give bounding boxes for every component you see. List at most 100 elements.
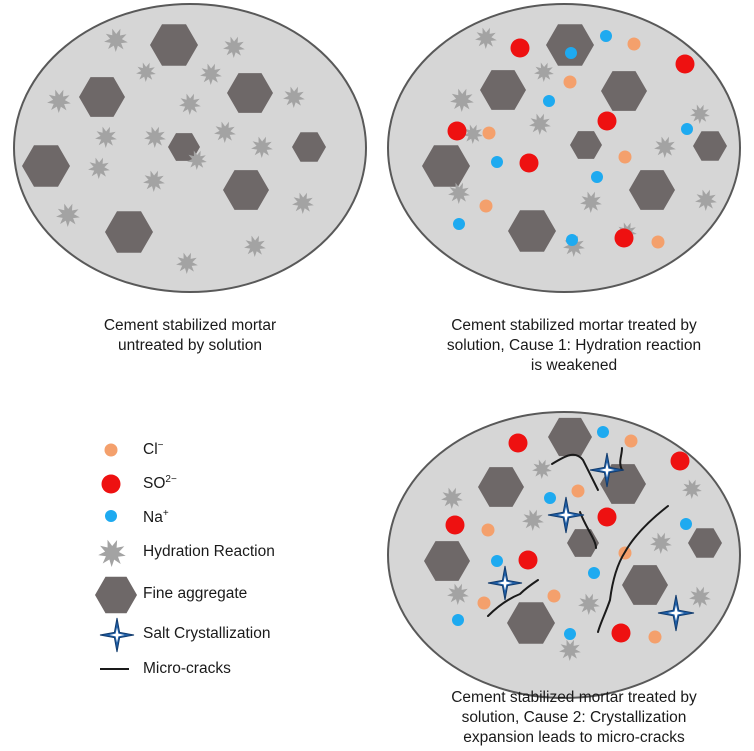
legend-sodium-label: Na+: [143, 508, 169, 527]
sodium-ion: [453, 218, 465, 230]
fine-aggregate-hexagon: [693, 131, 727, 161]
salt-crystal-core: [557, 506, 575, 524]
fine-aggregate-hexagon: [95, 576, 137, 614]
fine-aggregate-hexagon: [422, 145, 470, 187]
hydration-product-burst: [529, 113, 551, 135]
hydration-product-burst: [179, 93, 201, 115]
hydration-product-burst: [463, 124, 483, 144]
hydration-product-burst: [143, 170, 165, 192]
fine-aggregate-hexagon: [570, 131, 602, 159]
hydration-product-burst: [244, 235, 266, 257]
sodium-ion: [543, 95, 555, 107]
micro-crack: [597, 505, 669, 633]
chloride-ion: [482, 126, 496, 140]
fine-aggregate-hexagon: [223, 170, 269, 210]
chloride-ion: [648, 630, 662, 644]
hydration-product-burst: [682, 479, 702, 499]
hydration-product-burst: [475, 27, 497, 49]
fine-aggregate-hexagon: [508, 210, 556, 252]
chloride-ion: [481, 523, 495, 537]
sulfate-ion: [445, 515, 465, 535]
sodium-ion: [452, 614, 464, 626]
hydration-product-burst: [144, 126, 166, 148]
caption-cause1: Cement stabilized mortar treated by solu…: [446, 317, 702, 374]
hydration-product-burst: [104, 28, 128, 52]
hydration-product-burst: [654, 136, 676, 158]
fine-aggregate-hexagon: [480, 70, 526, 110]
sodium-ion: [491, 555, 503, 567]
salt-crystal-core: [599, 462, 615, 478]
sodium-ion: [105, 510, 117, 522]
sulfate-ion: [611, 623, 631, 643]
caption-untreated: Cement stabilized mortar untreated by so…: [103, 317, 277, 354]
legend-cracks-label: Micro-cracks: [143, 660, 231, 677]
hydration-product-burst: [223, 36, 245, 58]
legend-chloride-label: Cl−: [143, 440, 164, 459]
hydration-product-burst: [448, 182, 470, 204]
hydration-product-burst: [47, 89, 71, 113]
hydration-product-burst: [176, 252, 198, 274]
panel-untreated-mortar: [13, 3, 367, 293]
hydration-product-burst: [559, 639, 581, 661]
fine-aggregate-hexagon: [600, 464, 646, 504]
chloride-ion: [627, 37, 641, 51]
chloride-ion: [477, 596, 491, 610]
hydration-product-burst: [187, 150, 207, 170]
legend-sulfate-label: SO2−: [143, 474, 177, 493]
chloride-ion: [563, 75, 577, 89]
fine-aggregate-hexagon: [22, 145, 70, 187]
hydration-product-burst: [200, 63, 222, 85]
sodium-ion: [566, 234, 578, 246]
micro-crack: [487, 579, 539, 617]
hydration-product-burst: [447, 583, 469, 605]
hydration-product-burst: [580, 191, 602, 213]
fine-aggregate-hexagon: [688, 528, 722, 558]
sodium-ion: [588, 567, 600, 579]
hydration-product-burst: [532, 459, 552, 479]
hydration-product-burst: [214, 121, 236, 143]
fine-aggregate-hexagon: [292, 132, 326, 162]
salt-crystal-core: [109, 627, 125, 643]
fine-aggregate-hexagon: [629, 170, 675, 210]
sodium-ion: [681, 123, 693, 135]
legend-aggregate-label: Fine aggregate: [143, 585, 248, 602]
sulfate-ion: [518, 550, 538, 570]
hydration-product-burst: [292, 192, 314, 214]
sulfate-ion: [597, 507, 617, 527]
caption-cause2: Cement stabilized mortar treated by solu…: [451, 689, 697, 746]
sodium-ion: [565, 47, 577, 59]
sulfate-ion: [670, 451, 690, 471]
sodium-ion: [544, 492, 556, 504]
mortar-matrix: [387, 3, 741, 293]
mortar-matrix: [387, 411, 741, 699]
sulfate-ion: [447, 121, 467, 141]
chloride-ion: [618, 150, 632, 164]
hydration-product-burst: [690, 104, 710, 124]
sodium-ion: [564, 628, 576, 640]
panel-cause1-hydration-weakened: [387, 3, 741, 293]
legend-icons: [95, 443, 137, 670]
sodium-ion: [600, 30, 612, 42]
fine-aggregate-hexagon: [548, 417, 592, 457]
sodium-ion: [680, 518, 692, 530]
micro-crack: [551, 453, 599, 491]
chloride-ion: [104, 443, 118, 457]
chloride-ion: [651, 235, 665, 249]
sulfate-ion: [508, 433, 528, 453]
hydration-product-burst: [136, 62, 156, 82]
hydration-product-burst: [450, 88, 474, 112]
legend-salt-label: Salt Crystallization: [143, 625, 271, 642]
sodium-ion: [597, 426, 609, 438]
sodium-ion: [591, 171, 603, 183]
hydration-product-burst: [56, 203, 80, 227]
chloride-ion: [571, 484, 585, 498]
fine-aggregate-hexagon: [601, 71, 647, 111]
fine-aggregate-hexagon: [150, 24, 198, 66]
hydration-product-burst: [283, 86, 305, 108]
fine-aggregate-hexagon: [79, 77, 125, 117]
chloride-ion: [479, 199, 493, 213]
fine-aggregate-hexagon: [622, 565, 668, 605]
sulfate-ion: [101, 474, 121, 494]
fine-aggregate-hexagon: [424, 541, 470, 581]
